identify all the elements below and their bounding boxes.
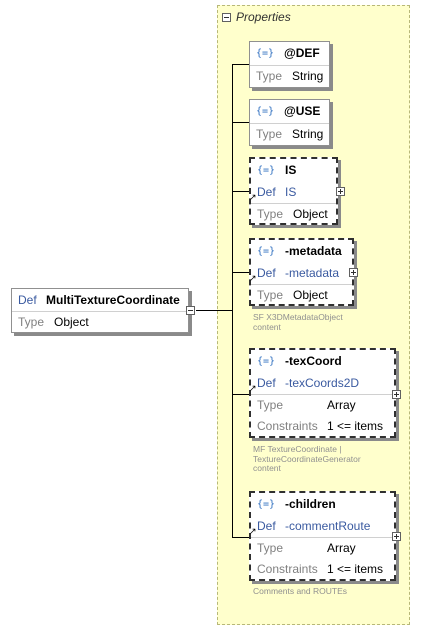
expand-icon[interactable]	[349, 268, 358, 277]
property-texcoord-note: MF TextureCoordinate | TextureCoordinate…	[253, 444, 361, 474]
connector-metadata	[232, 272, 249, 273]
root-element-name: MultiTextureCoordinate	[46, 293, 180, 307]
root-element-box[interactable]: Def MultiTextureCoordinate Type Object	[11, 288, 189, 333]
property-texcoord-type-label: Type	[257, 398, 284, 412]
attribute-badge-icon: {=}	[257, 245, 276, 257]
note-line: content	[253, 463, 281, 473]
root-type-value: Object	[54, 315, 89, 329]
property-metadata-type-label: Type	[257, 288, 284, 302]
collapse-icon[interactable]	[222, 12, 231, 22]
property-use-box[interactable]: {=} @USE Type String	[249, 99, 330, 146]
property-children-type-value: Array	[327, 541, 356, 555]
expand-icon[interactable]	[336, 187, 345, 196]
connector-is	[232, 191, 249, 192]
attribute-badge-icon: {=}	[257, 164, 276, 176]
property-children-name: -children	[285, 497, 336, 511]
property-texcoord-type-value: Array	[327, 398, 356, 412]
reference-arrow-icon: ↗	[249, 526, 257, 536]
property-children-def-value: -commentRoute	[285, 519, 371, 533]
root-collapse-icon[interactable]	[186, 306, 195, 315]
property-texcoord-box[interactable]: {=} -texCoord Def -texCoords2D Type Arra…	[249, 348, 396, 438]
property-children-constraints-value: 1 <= items	[327, 562, 384, 576]
property-def-type-label: Type	[256, 69, 283, 83]
property-metadata-box[interactable]: {=} -metadata Def -metadata Type Object	[249, 238, 354, 306]
property-is-box[interactable]: {=} IS Def IS Type Object	[249, 157, 338, 225]
connector-texcoord	[232, 394, 249, 395]
property-texcoord-name: -texCoord	[285, 354, 342, 368]
property-def-name: @DEF	[284, 46, 320, 60]
property-is-def-label: Def	[257, 185, 276, 199]
property-def-type-value: String	[292, 69, 324, 83]
note-line: Comments and ROUTEs	[253, 586, 347, 596]
property-texcoord-def-label: Def	[257, 376, 276, 390]
note-line: content	[253, 321, 281, 332]
connector-root-out	[196, 310, 232, 311]
property-children-box[interactable]: {=} -children Def -commentRoute Type Arr…	[249, 491, 396, 581]
property-use-type-label: Type	[256, 127, 283, 141]
property-metadata-name: -metadata	[285, 244, 342, 258]
property-metadata-def-value: -metadata	[285, 266, 340, 280]
connector-children	[232, 537, 249, 538]
property-is-type-label: Type	[257, 207, 284, 221]
property-texcoord-constraints-value: 1 <= items	[327, 419, 384, 433]
property-metadata-def-label: Def	[257, 266, 276, 280]
property-texcoord-constraints-label: Constraints	[257, 419, 318, 433]
property-is-type-value: Object	[293, 207, 328, 221]
property-children-note: Comments and ROUTEs	[253, 586, 347, 597]
reference-arrow-icon: ↗	[249, 273, 257, 283]
root-type-label: Type	[18, 315, 45, 329]
properties-group-label: Properties	[236, 10, 291, 24]
connector-use	[232, 122, 249, 123]
property-def-box[interactable]: {=} @DEF Type String	[249, 41, 330, 88]
property-metadata-type-value: Object	[293, 288, 328, 302]
note-line: MF TextureCoordinate |	[253, 444, 342, 454]
properties-group-header[interactable]: Properties	[222, 10, 291, 24]
property-children-constraints-label: Constraints	[257, 562, 318, 576]
expand-icon[interactable]	[392, 532, 401, 541]
property-is-def-value: IS	[285, 185, 297, 199]
property-is-name: IS	[285, 163, 297, 177]
attribute-badge-icon: {=}	[257, 355, 276, 367]
expand-icon[interactable]	[392, 390, 401, 399]
attribute-badge-icon: {=}	[257, 498, 276, 510]
property-children-type-label: Type	[257, 541, 284, 555]
note-line: SF X3DMetadataObject	[253, 312, 343, 322]
property-texcoord-def-value: -texCoords2D	[285, 376, 360, 390]
connector-trunk	[232, 64, 233, 538]
note-line: TextureCoordinateGenerator	[253, 453, 361, 464]
property-use-name: @USE	[284, 104, 321, 118]
reference-arrow-icon: ↗	[249, 192, 257, 202]
reference-arrow-icon: ↗	[249, 383, 257, 393]
attribute-badge-icon: {=}	[256, 105, 275, 117]
root-def-label: Def	[18, 293, 37, 307]
property-use-type-value: String	[292, 127, 324, 141]
property-children-def-label: Def	[257, 519, 276, 533]
attribute-badge-icon: {=}	[256, 47, 275, 59]
connector-def	[232, 64, 249, 65]
property-metadata-note: SF X3DMetadataObject content	[253, 312, 343, 332]
